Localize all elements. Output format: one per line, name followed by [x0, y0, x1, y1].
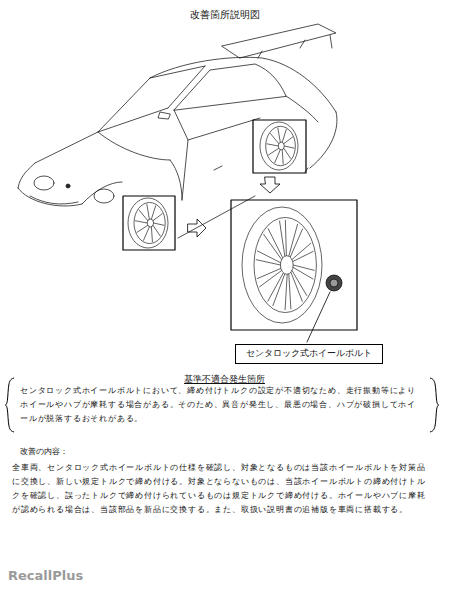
side-sill [174, 110, 260, 238]
defect-description-wrap: センタロック式ホイールボルトにおいて、締め付けトルクの設定が不適切なため、走行振… [20, 384, 424, 426]
spoke [289, 224, 298, 256]
hollow-arrow-right [188, 219, 206, 237]
spoke [139, 210, 148, 221]
side-window [174, 64, 286, 110]
spoke [289, 274, 291, 310]
car-roof [150, 57, 336, 112]
spoke [268, 148, 279, 155]
spoke [151, 227, 152, 242]
spoke [273, 274, 285, 306]
spoke [282, 129, 286, 142]
front-fender [82, 160, 182, 204]
section-heading: 基準不適合発生箇所 [184, 374, 265, 386]
front-bumper [18, 188, 82, 206]
spoke [284, 148, 291, 158]
section-heading: 改善の内容： [20, 447, 220, 457]
tire [260, 122, 298, 170]
hood [18, 132, 170, 188]
highlight-box [253, 120, 306, 173]
hub [147, 219, 153, 227]
spoke [257, 268, 281, 278]
page-title: 改善箇所説明図 [190, 8, 260, 22]
spoke [154, 223, 165, 225]
spoke [143, 227, 149, 241]
spoke [135, 221, 147, 223]
bracket-left [5, 378, 14, 432]
spoke [278, 128, 281, 143]
spoke [284, 137, 293, 144]
spoke [268, 228, 283, 258]
remedy-description-wrap: 全車両、センタロック式ホイールボルトの仕様を確認し、対象となるものは当該ホイール… [12, 461, 434, 517]
spoke [137, 225, 148, 232]
headlight [94, 189, 114, 203]
wheel [128, 198, 168, 248]
spoke [151, 205, 155, 219]
rim [266, 126, 296, 165]
spoke [270, 133, 279, 143]
enlarged-view-box [231, 200, 357, 330]
wheel [242, 207, 322, 323]
hollow-arrow-down [260, 177, 280, 193]
spoke [267, 144, 279, 146]
hub [278, 142, 284, 150]
door-mirror [158, 112, 170, 119]
spoke [292, 270, 307, 295]
headlight [34, 176, 54, 190]
part-name: センタロック式ホイールボルト [246, 348, 372, 360]
title-wrap: 改善箇所説明図 [0, 3, 449, 22]
spoiler-strut [258, 35, 332, 58]
spoke [268, 273, 284, 302]
hub [280, 256, 293, 275]
spoke [285, 220, 286, 256]
remedy-description: 全車両、センタロック式ホイールボルトの仕様を確認し、対象となるものは当該ホイール… [12, 461, 434, 517]
bracket-right [430, 378, 439, 432]
windshield [98, 66, 205, 132]
bolt-head [326, 275, 342, 291]
section-heading-wrap: 基準不適合発生箇所 [0, 367, 449, 386]
bolt-center [330, 279, 338, 287]
center-lock-bolt [326, 275, 342, 291]
rim [254, 217, 316, 312]
highlight-box [123, 196, 175, 250]
spoke [257, 251, 280, 263]
spoke [284, 146, 294, 148]
label-box: センタロック式ホイールボルト [235, 344, 383, 364]
emblem [66, 184, 70, 188]
spoke [275, 150, 281, 163]
wheel [260, 122, 298, 170]
rear-spoiler [222, 24, 336, 58]
spoke [290, 229, 303, 258]
tire [242, 207, 322, 323]
spoke [279, 221, 284, 257]
spoke [147, 204, 150, 219]
section-heading-wrap: 改善の内容： [20, 447, 220, 457]
spoke [293, 251, 314, 261]
watermark: RecallPlus [8, 568, 168, 585]
defect-description: センタロック式ホイールボルトにおいて、締め付けトルクの設定が不適切なため、走行振… [20, 384, 424, 426]
watermark-wrap: RecallPlus [8, 568, 168, 585]
spoke [285, 274, 287, 310]
spoke [282, 150, 283, 165]
spoke [153, 214, 163, 221]
spoke [153, 225, 160, 236]
spoke [291, 272, 303, 302]
tire [128, 198, 168, 248]
rim [134, 203, 165, 244]
